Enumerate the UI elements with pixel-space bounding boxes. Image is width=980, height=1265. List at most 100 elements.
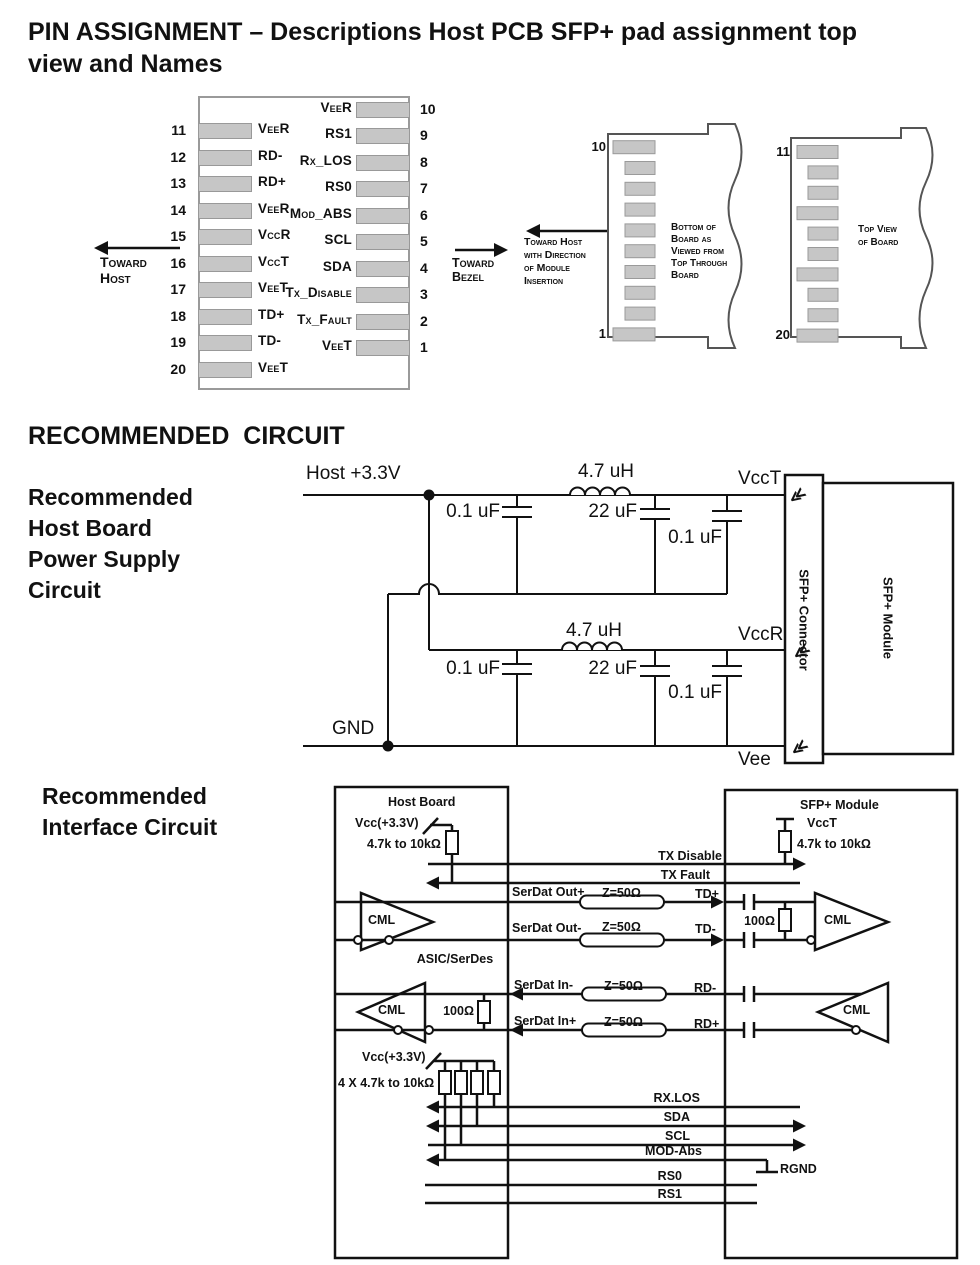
pin-number: 9 bbox=[420, 127, 428, 143]
board-pin-number: 20 bbox=[775, 327, 790, 342]
pin-pad bbox=[356, 155, 410, 171]
pin-pad bbox=[198, 309, 252, 325]
pin-number: 13 bbox=[170, 175, 186, 191]
cap-label: 0.1 uF bbox=[668, 527, 722, 548]
pin-pad bbox=[356, 181, 410, 197]
power-circuit-nodes bbox=[382, 489, 435, 752]
toward-bezel-label: Bezel bbox=[452, 270, 485, 284]
scl-label: SCL bbox=[665, 1129, 690, 1143]
tx-host-cml bbox=[335, 891, 724, 952]
pin-name: VccT bbox=[258, 254, 290, 269]
rx-los-label: RX.LOS bbox=[653, 1091, 700, 1105]
pin-number: 14 bbox=[170, 202, 186, 218]
r100-label: 100Ω bbox=[744, 914, 775, 928]
serdat-inm-label: SerDat In- bbox=[514, 978, 574, 992]
connector-module-boxes bbox=[783, 473, 955, 765]
pin-number: 19 bbox=[170, 334, 186, 350]
serdat-outm-label: SerDat Out- bbox=[512, 921, 582, 935]
pin-number: 10 bbox=[420, 101, 436, 117]
pin-pad bbox=[356, 234, 410, 250]
z50-label: Z=50Ω bbox=[604, 979, 643, 993]
pin-name: Mod_ABS bbox=[289, 206, 352, 221]
pin-number: 18 bbox=[170, 308, 186, 324]
bottom-view-note: Viewed from bbox=[671, 246, 724, 257]
pin-number: 5 bbox=[420, 233, 428, 249]
rdm-label: RD- bbox=[694, 981, 717, 995]
pin-number: 2 bbox=[420, 313, 428, 329]
tx-module-cml bbox=[725, 891, 892, 952]
rdp-label: RD+ bbox=[694, 1017, 720, 1031]
bottom-view-note: Board as bbox=[671, 234, 712, 245]
pin-number: 4 bbox=[420, 260, 428, 276]
tx-disable-label: TX Disable bbox=[658, 849, 722, 863]
rx-module-cml bbox=[814, 981, 890, 1044]
serdat-outp-label: SerDat Out+ bbox=[512, 885, 585, 899]
pin-number: 20 bbox=[170, 361, 186, 377]
z50-label: Z=50Ω bbox=[604, 1015, 643, 1029]
pin-pad bbox=[356, 261, 410, 277]
vcct-label: VccT bbox=[807, 816, 837, 830]
toward-arrowheads bbox=[94, 224, 540, 257]
page-title-line1: PIN ASSIGNMENT – Descriptions Host PCB S… bbox=[28, 18, 858, 46]
interface-side-label: Interface Circuit bbox=[42, 814, 218, 840]
pin-pad bbox=[198, 229, 252, 245]
pin-name: Rx_LOS bbox=[299, 153, 352, 168]
bottom-view-note: Top Through bbox=[671, 258, 728, 269]
page-title-line2: view and Names bbox=[28, 50, 223, 78]
r100-label: 100Ω bbox=[443, 1004, 474, 1018]
cap-label: 0.1 uF bbox=[668, 682, 722, 703]
pin-pad bbox=[356, 208, 410, 224]
pin-number: 3 bbox=[420, 286, 428, 302]
toward-arrows bbox=[102, 229, 607, 252]
vcc-label: Vcc(+3.3V) bbox=[362, 1050, 426, 1064]
top-view-note: Top View bbox=[858, 224, 897, 235]
pin-name: RD- bbox=[258, 148, 283, 163]
insertion-note: Toward Host bbox=[524, 236, 583, 248]
pin-pad bbox=[198, 150, 252, 166]
pin-name: SCL bbox=[324, 232, 352, 247]
pin-number: 11 bbox=[171, 122, 186, 138]
pin-pad bbox=[198, 335, 252, 351]
pin-name: SDA bbox=[322, 259, 352, 274]
pin-number: 6 bbox=[420, 207, 428, 223]
board-pin-number: 1 bbox=[598, 326, 606, 341]
pin-pad bbox=[198, 176, 252, 192]
power-side-label: Power Supply bbox=[28, 546, 181, 572]
z50-label: Z=50Ω bbox=[602, 920, 641, 934]
asic-serdes-label: ASIC/SerDes bbox=[416, 952, 494, 966]
pin-pad bbox=[356, 314, 410, 330]
gnd-label: GND bbox=[332, 718, 375, 739]
pin-pad bbox=[356, 102, 410, 118]
tdm-label: TD- bbox=[695, 922, 716, 936]
pin-name: RS0 bbox=[325, 179, 352, 194]
vccr-label: VccR bbox=[738, 624, 784, 645]
pin-pad bbox=[198, 203, 252, 219]
pin-name: TD+ bbox=[258, 307, 285, 322]
inductor-label: 4.7 uH bbox=[566, 620, 622, 641]
power-side-label: Circuit bbox=[28, 577, 101, 603]
pin-pad bbox=[356, 287, 410, 303]
pin-number: 15 bbox=[170, 228, 186, 244]
section-recommended-circuit: RECOMMENDED CIRCUIT bbox=[28, 422, 345, 450]
cml-label: CML bbox=[378, 1003, 406, 1017]
pin-pad bbox=[356, 340, 410, 356]
pullup-label: 4.7k to 10kΩ bbox=[367, 837, 441, 851]
host-board-title: Host Board bbox=[388, 795, 456, 809]
cap-label: 0.1 uF bbox=[446, 658, 500, 679]
sfp-module-title: SFP+ Module bbox=[800, 798, 879, 812]
tdp-label: TD+ bbox=[695, 887, 719, 901]
pin-name: VeeR bbox=[320, 100, 352, 115]
quad-pullup-label: 4 X 4.7k to 10kΩ bbox=[338, 1076, 435, 1090]
pin-number: 8 bbox=[420, 154, 428, 170]
pin-number: 16 bbox=[170, 255, 186, 271]
power-side-label: Host Board bbox=[28, 515, 152, 541]
pin-name: RD+ bbox=[258, 174, 286, 189]
tx-fault-label: TX Fault bbox=[660, 868, 710, 882]
z50-label: Z=50Ω bbox=[602, 886, 641, 900]
pin-pad bbox=[356, 128, 410, 144]
rs0-label: RS0 bbox=[657, 1169, 682, 1183]
serdat-inp-label: SerDat In+ bbox=[514, 1014, 577, 1028]
inductor-label: 4.7 uH bbox=[578, 461, 634, 482]
bottom-view-note: Board bbox=[671, 270, 699, 281]
